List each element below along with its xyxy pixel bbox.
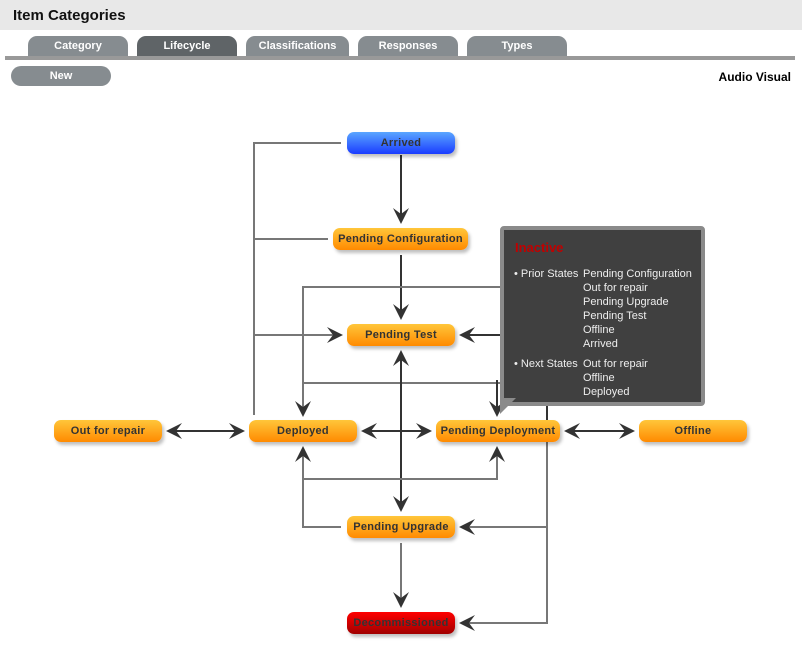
- state-pending-deployment[interactable]: Pending Deployment: [436, 420, 560, 442]
- tab-category[interactable]: Category: [28, 36, 128, 57]
- prior-state: Pending Configuration: [583, 268, 692, 280]
- prior-state: Offline: [583, 324, 615, 336]
- tab-classifications[interactable]: Classifications: [246, 36, 349, 57]
- state-decommissioned[interactable]: Decommissioned: [347, 612, 455, 634]
- next-state: Deployed: [583, 386, 630, 398]
- next-state: Out for repair: [583, 358, 648, 370]
- page-title: Item Categories: [13, 7, 126, 24]
- prior-states-label: • Prior States: [514, 268, 579, 280]
- connector: [253, 142, 341, 415]
- connector: [303, 446, 505, 480]
- connector: [295, 286, 505, 417]
- prior-state: Arrived: [583, 338, 618, 350]
- state-pending-upgrade[interactable]: Pending Upgrade: [347, 516, 455, 538]
- tooltip-title: Inactive: [515, 240, 564, 255]
- tab-lifecycle[interactable]: Lifecycle: [137, 36, 237, 57]
- connector: [295, 446, 341, 528]
- state-offline[interactable]: Offline: [639, 420, 747, 442]
- prior-state: Pending Test: [583, 310, 647, 322]
- next-state: Offline: [583, 372, 615, 384]
- tooltip-pointer: [500, 398, 516, 414]
- state-pending-configuration[interactable]: Pending Configuration: [333, 228, 468, 250]
- new-button[interactable]: New: [11, 66, 111, 86]
- state-out-for-repair[interactable]: Out for repair: [54, 420, 162, 442]
- prior-states-list: Pending Configuration Out for repair Pen…: [583, 267, 692, 351]
- connector: [459, 442, 548, 631]
- state-pending-test[interactable]: Pending Test: [347, 324, 455, 346]
- next-states-list: Out for repair Offline Deployed: [583, 357, 648, 399]
- prior-state: Out for repair: [583, 282, 648, 294]
- page-header: Item Categories: [0, 0, 802, 30]
- state-deployed[interactable]: Deployed: [249, 420, 357, 442]
- tab-divider: [5, 56, 795, 60]
- tab-responses[interactable]: Responses: [358, 36, 458, 57]
- tab-types[interactable]: Types: [467, 36, 567, 57]
- category-name: Audio Visual: [718, 70, 791, 84]
- prior-state: Pending Upgrade: [583, 296, 669, 308]
- state-tooltip: Inactive • Prior States Pending Configur…: [500, 226, 705, 406]
- next-states-label: • Next States: [514, 358, 578, 370]
- state-arrived[interactable]: Arrived: [347, 132, 455, 154]
